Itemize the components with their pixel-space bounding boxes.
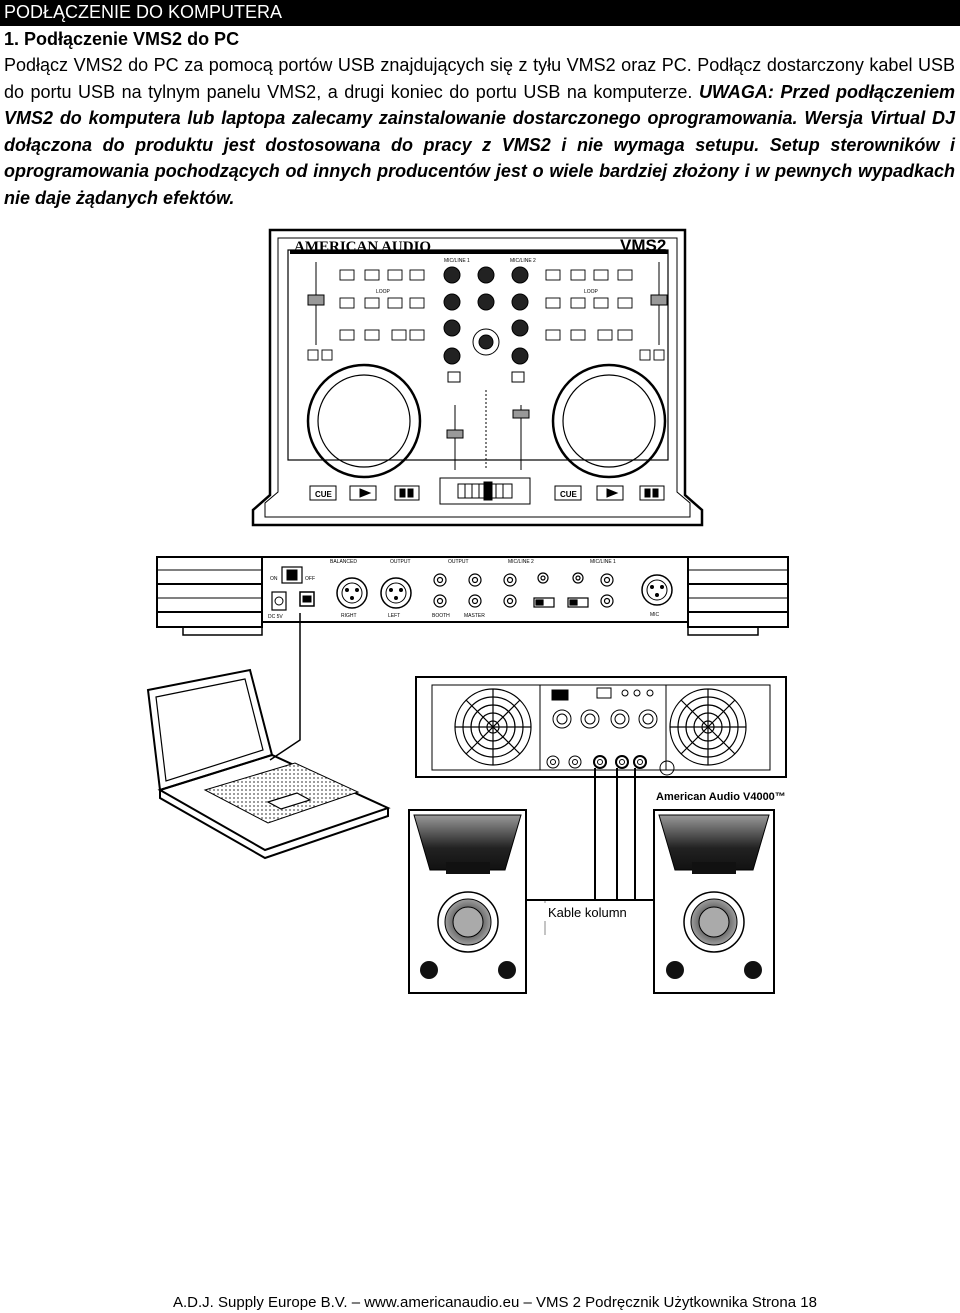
cable-label-box — [544, 903, 638, 921]
jog-wheel-left — [306, 363, 422, 479]
body-text: Podłącz VMS2 do PC za pomocą portów USB … — [4, 55, 955, 102]
mic1-label-rear: MIC/LINE 1 — [590, 559, 616, 565]
power-switch: ON OFF — [270, 566, 315, 584]
output-label-1: OUTPUT — [390, 559, 411, 565]
rear-end-left — [156, 556, 263, 636]
header-title: PODŁĄCZENIE DO KOMPUTERA — [4, 2, 283, 22]
body-paragraph: Podłącz VMS2 do PC za pomocą portów USB … — [4, 52, 955, 212]
speaker-right — [653, 809, 775, 994]
button-grid-left — [307, 269, 425, 361]
channel-faders — [446, 371, 530, 470]
section-title: 1. Podłączenie VMS2 do PC — [4, 29, 240, 49]
crossfader — [439, 477, 531, 505]
xlr-left: LEFT — [380, 577, 412, 619]
jog-wheel-right — [551, 363, 667, 479]
left-label: LEFT — [388, 613, 400, 619]
loop-label-right: LOOP — [584, 289, 599, 295]
mic-xlr: MIC — [641, 574, 673, 618]
mic2-label-top: MIC/LINE 2 — [510, 258, 536, 264]
mic2-label-rear: MIC/LINE 2 — [508, 559, 534, 565]
laptop — [146, 668, 391, 860]
pitch-fader-left — [307, 262, 325, 345]
usb-cable — [269, 613, 301, 761]
cue-label-left: CUE — [315, 490, 333, 499]
dc-jack: DC 5V — [268, 591, 287, 620]
rear-end-right — [687, 556, 789, 636]
header-bar: PODŁĄCZENIE DO KOMPUTERA — [0, 0, 960, 26]
body-warning: UWAGA: Przed podłączeniem VMS2 do komput… — [4, 81, 955, 208]
loop-label-left: LOOP — [376, 289, 391, 295]
balanced-label: BALANCED — [330, 559, 357, 565]
cable-label: Kable kolumn — [548, 905, 627, 920]
amplifier — [415, 676, 787, 778]
xlr-right: RIGHT — [336, 577, 368, 619]
off-label: OFF — [305, 576, 315, 582]
on-label: ON — [270, 576, 278, 582]
knob-column — [443, 266, 529, 365]
usb-port — [299, 591, 315, 607]
transport-left: CUE — [309, 485, 420, 501]
pitch-fader-right — [650, 262, 668, 345]
dc-label: DC 5V — [268, 614, 283, 620]
amp-center-panel — [539, 684, 675, 776]
booth-label: BOOTH — [432, 613, 450, 619]
master-label: MASTER — [464, 613, 485, 619]
amp-model-label: American Audio V4000™ — [656, 791, 786, 803]
right-label: RIGHT — [341, 613, 357, 619]
rca-outputs: BOOTH MASTER — [432, 573, 485, 619]
speaker-left — [408, 809, 527, 994]
fan-left — [454, 688, 532, 766]
button-grid-right — [545, 269, 665, 361]
mic-inputs — [503, 572, 614, 608]
fan-right — [669, 688, 747, 766]
mic-label: MIC — [650, 612, 660, 618]
output-label-2: OUTPUT — [448, 559, 469, 565]
mic1-label-top: MIC/LINE 1 — [444, 258, 470, 264]
controller-top-view: AMERICAN AUDIO VMS2 MIC/LINE 1 MIC/LINE … — [251, 228, 704, 527]
footer: A.D.J. Supply Europe B.V. – www.american… — [173, 1294, 817, 1311]
transport-right: CUE — [554, 485, 665, 501]
controller-rear-panel: ON OFF DC 5V BALANCED OUTPUT RIGHT LEFT … — [156, 556, 789, 636]
cue-label-right: CUE — [560, 490, 578, 499]
